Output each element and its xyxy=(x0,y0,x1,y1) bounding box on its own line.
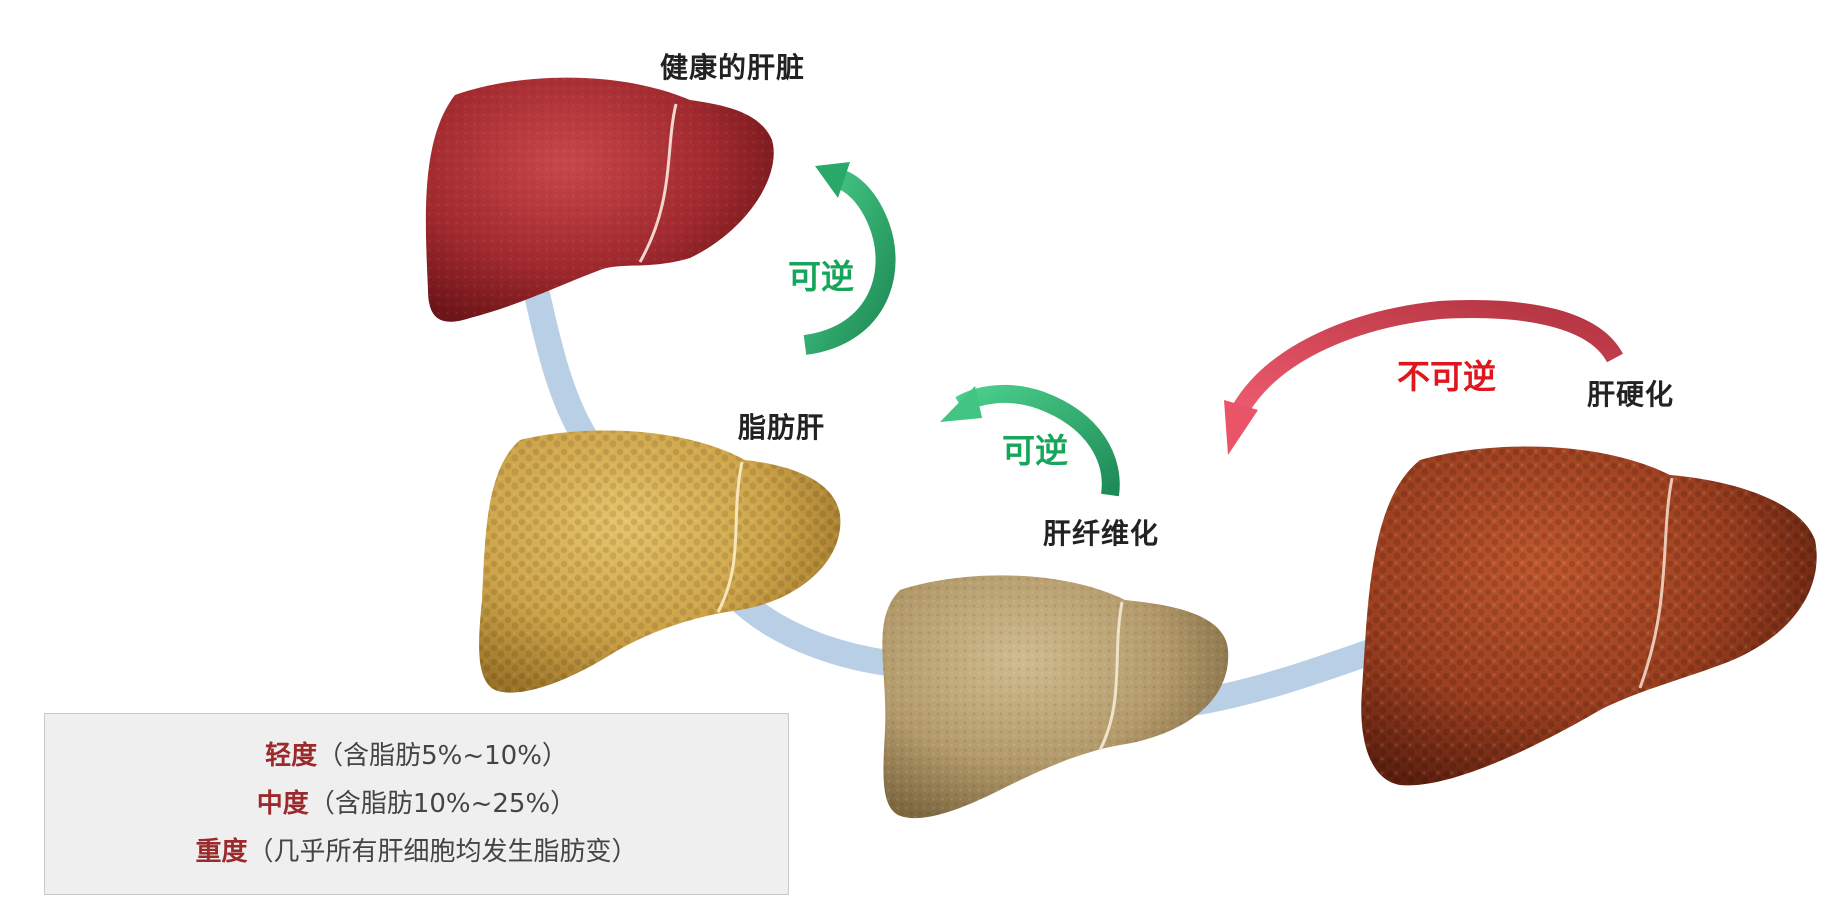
reversible-label-lower: 可逆 xyxy=(1002,431,1068,470)
severity-item-severe: 重度（几乎所有肝细胞均发生脂肪变） xyxy=(195,828,637,876)
fibrosis-liver xyxy=(882,575,1229,819)
severity-detail: （几乎所有肝细胞均发生脂肪变） xyxy=(247,837,638,867)
progression-path xyxy=(522,272,603,458)
severity-item-moderate: 中度（含脂肪10%~25%） xyxy=(257,780,576,828)
stage-label-healthy: 健康的肝脏 xyxy=(660,51,806,84)
cirrhosis-liver xyxy=(1361,446,1817,786)
irreversible-arrow xyxy=(1224,300,1623,455)
irreversible-label: 不可逆 xyxy=(1397,357,1496,396)
severity-name: 轻度 xyxy=(265,741,318,771)
reversible-label-upper: 可逆 xyxy=(788,257,854,296)
stage-label-fatty: 脂肪肝 xyxy=(738,411,826,444)
stage-label-cirrhosis: 肝硬化 xyxy=(1587,378,1675,411)
reversible-arrow-lower xyxy=(940,384,1120,497)
severity-item-mild: 轻度（含脂肪5%~10%） xyxy=(265,732,568,780)
healthy-liver xyxy=(425,77,774,322)
severity-name: 中度 xyxy=(256,789,309,819)
severity-name: 重度 xyxy=(195,837,248,867)
stage-label-fibrosis: 肝纤维化 xyxy=(1043,517,1160,550)
progression-path xyxy=(722,582,918,678)
fatty-liver xyxy=(479,430,841,693)
reversible-arrow-upper xyxy=(803,162,896,355)
severity-detail: （含脂肪10%~25%） xyxy=(308,789,577,819)
severity-legend-box: 轻度（含脂肪5%~10%） 中度（含脂肪10%~25%） 重度（几乎所有肝细胞均… xyxy=(44,713,789,895)
severity-detail: （含脂肪5%~10%） xyxy=(317,741,568,771)
